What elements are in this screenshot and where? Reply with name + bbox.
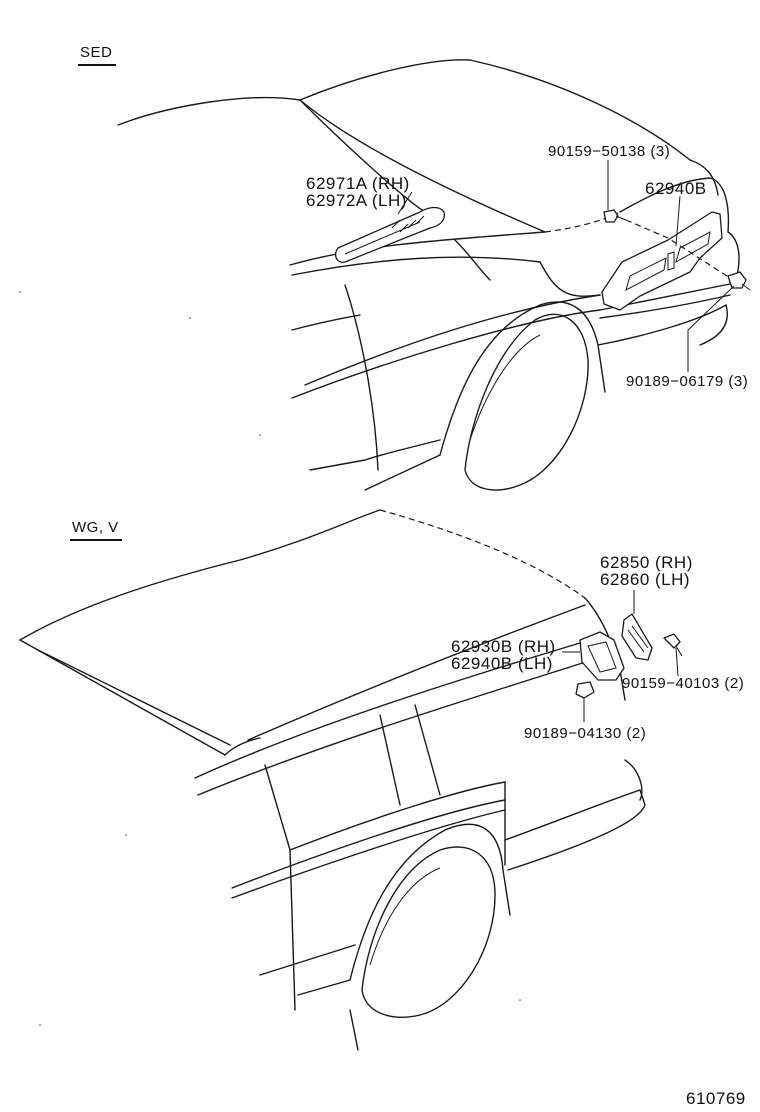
- section-label-wagon: WG, V: [72, 519, 119, 536]
- label-cover-lh: 62860 (LH): [600, 570, 691, 589]
- wagon-body-drawing: [19, 509, 646, 1051]
- diagram-number: 610769: [686, 1089, 746, 1108]
- grille-62930b-part: [579, 631, 625, 681]
- label-garnish-rh: 62971A (RH): [306, 174, 410, 193]
- scan-specks: [19, 291, 521, 1026]
- sedan-leader-lines: [397, 160, 735, 372]
- clip-06179-part: [727, 271, 751, 291]
- clip-04130-part: [575, 681, 595, 699]
- label-grille-rh: 62930B (RH): [451, 637, 556, 656]
- label-garnish-lh: 62972A (LH): [306, 191, 407, 210]
- grille-62940b-part: [601, 211, 723, 311]
- label-cover-rh: 62850 (RH): [600, 553, 693, 572]
- label-screw-40103: 90159−40103 (2): [622, 675, 745, 692]
- label-screw-50138: 90159−50138 (3): [548, 143, 671, 160]
- screw-50138-part: [603, 209, 627, 223]
- sedan-body-drawing: [117, 59, 740, 491]
- section-underline-sedan: [78, 64, 116, 66]
- garnish-62971a-part: [334, 206, 446, 263]
- label-clip-04130: 90189−04130 (2): [524, 725, 647, 742]
- section-underline-wagon: [70, 539, 122, 541]
- sedan-assembly-dashline: [625, 219, 731, 279]
- section-label-sedan: SED: [80, 44, 113, 61]
- label-grille-lh: 62940B (LH): [451, 654, 553, 673]
- screw-40103-part: [663, 633, 683, 657]
- cover-62850-part: [621, 613, 653, 661]
- wagon-leader-lines: [562, 590, 679, 722]
- label-grille-62940b: 62940B: [645, 179, 707, 198]
- label-clip-06179: 90189−06179 (3): [626, 373, 749, 390]
